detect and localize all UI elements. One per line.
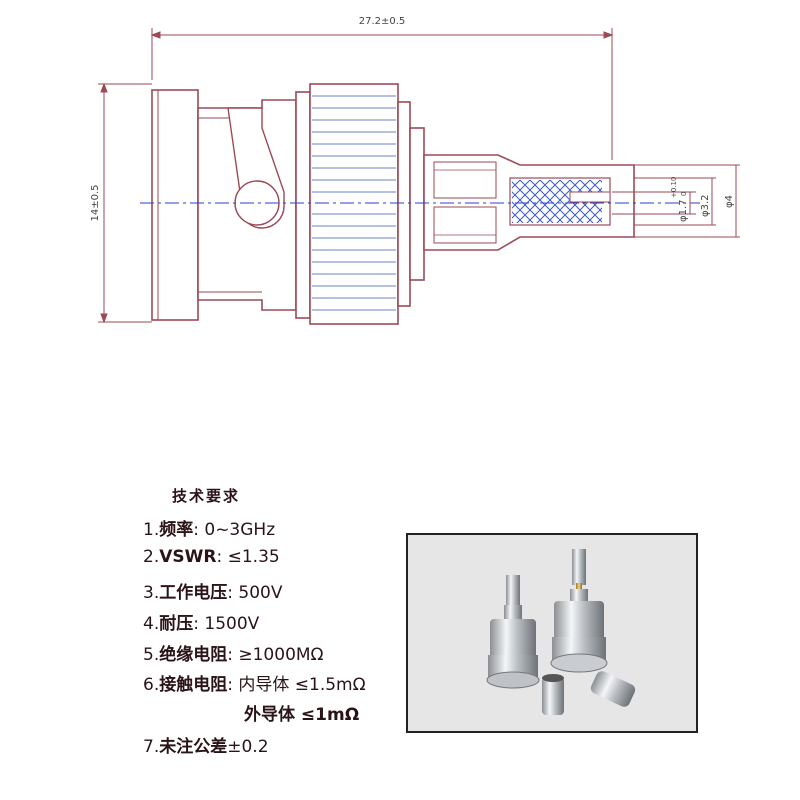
spec-value: ≤1.35	[222, 547, 280, 567]
bnc-photo-illustration	[408, 535, 696, 731]
ferrule-outer-label: φ4	[724, 195, 735, 208]
spec-item: 外导体 ≤1mΩ	[244, 700, 359, 725]
spec-separator: :	[227, 645, 233, 665]
pin-tolerance-lower: 0	[680, 192, 688, 196]
ferrule-photos	[542, 671, 636, 715]
spec-separator: :	[227, 583, 233, 603]
spec-label: 频率	[159, 520, 194, 540]
product-photo	[406, 533, 698, 733]
spec-number: 3.	[143, 583, 160, 603]
spec-value: 500V	[232, 583, 283, 603]
spec-label: 工作电压	[159, 583, 228, 603]
spec-value: 1500V	[198, 614, 260, 634]
height-label: 14±0.5	[90, 184, 101, 221]
connector-body	[151, 83, 635, 325]
connector-photo-left	[486, 575, 540, 689]
spec-number: 7.	[143, 737, 160, 757]
spec-number: 4.	[143, 614, 160, 634]
spec-number: 5.	[143, 645, 160, 665]
spec-value: ≥1000MΩ	[232, 645, 324, 665]
diameter-dimensions	[612, 164, 740, 238]
spec-value: 外导体 ≤1mΩ	[244, 705, 360, 725]
spec-item: 6.接触电阻: 内导体 ≤1.5mΩ	[143, 670, 366, 695]
spec-value: 0~3GHz	[198, 520, 276, 540]
spec-label: 未注公差	[159, 737, 228, 757]
spec-item: 3.工作电压: 500V	[143, 578, 282, 603]
spec-label: 接触电阻	[159, 675, 228, 695]
spec-number: 1.	[143, 520, 160, 540]
spec-label: VSWR	[159, 547, 217, 567]
spec-value: 内导体 ≤1.5mΩ	[232, 675, 366, 695]
spec-separator: :	[216, 547, 223, 567]
pin-diameter-label: φ1.7	[678, 200, 689, 223]
spec-separator: :	[193, 520, 199, 540]
spec-item: 2.VSWR: ≤1.35	[143, 547, 280, 567]
length-dimension	[150, 28, 614, 160]
spec-item: 7.未注公差±0.2	[143, 732, 269, 757]
spec-number: 6.	[143, 675, 160, 695]
spec-item: 1.频率: 0~3GHz	[143, 515, 275, 540]
spec-label: 耐压	[159, 614, 194, 634]
height-dimension	[98, 82, 152, 324]
spec-separator: :	[193, 614, 199, 634]
connector-photo-right	[550, 549, 608, 673]
ferrule-inner-label: φ3.2	[700, 195, 711, 218]
length-label: 27.2±0.5	[359, 16, 406, 27]
spec-separator: :	[227, 675, 233, 695]
spec-item: 4.耐压: 1500V	[143, 609, 259, 634]
knurl-pattern	[312, 95, 396, 311]
pin-tolerance-upper: +0.10	[670, 177, 678, 198]
spec-title: 技术要求	[172, 487, 241, 505]
spec-item: 5.绝缘电阻: ≥1000MΩ	[143, 640, 324, 665]
spec-number: 2.	[143, 547, 160, 567]
spec-value: ±0.2	[227, 737, 269, 757]
spec-label: 绝缘电阻	[159, 645, 228, 665]
